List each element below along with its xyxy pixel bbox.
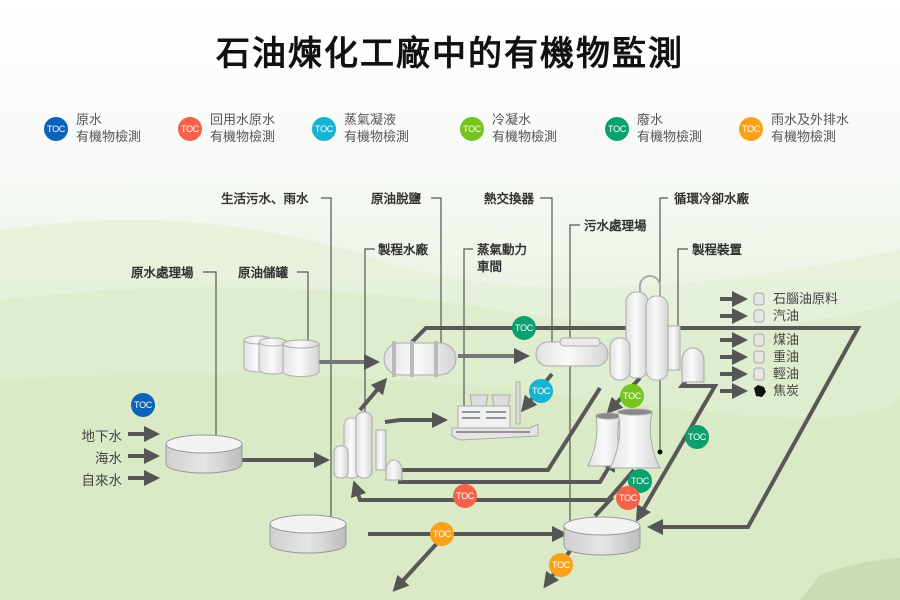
- toc-badge-icon: TOC: [312, 117, 336, 141]
- legend-label-line1: 蒸氣凝液: [344, 113, 397, 128]
- process-water-plant: [333, 411, 403, 481]
- label-steam-power-line2: 車間: [477, 259, 503, 274]
- toc-badge-icon: TOC: [605, 117, 629, 141]
- label-steam-power: 蒸氣動力 車間: [477, 241, 527, 275]
- legend-item-condensate: TOC 冷凝水 有機物檢測: [460, 112, 557, 146]
- toc-badge-icon: TOC: [460, 117, 484, 141]
- toc-badge-raw-water: TOC: [131, 393, 155, 417]
- legend-label-line2: 有機物檢測: [76, 130, 142, 145]
- label-raw-water-treatment: 原水處理場: [131, 265, 194, 280]
- crude-storage-tanks: [243, 335, 320, 377]
- toc-badge-steam-condensate: TOC: [529, 379, 553, 403]
- toc-badge-wastewater-right: TOC: [685, 425, 709, 449]
- toc-badge-icon: TOC: [178, 117, 202, 141]
- label-crude-desalting: 原油脫鹽: [371, 191, 422, 206]
- legend-label-line2: 有機物檢測: [344, 130, 410, 145]
- heat-exchanger: [535, 337, 609, 367]
- label-crude-storage: 原油儲罐: [238, 265, 289, 280]
- raw-water-treatment-pond: [165, 434, 243, 474]
- legend-label-line1: 冷凝水: [492, 113, 532, 128]
- legend-item-steam-condensate: TOC 蒸氣凝液 有機物檢測: [312, 112, 409, 146]
- toc-badge-rain-discharge-left: TOC: [430, 522, 454, 546]
- label-cooling-water-plant: 循環冷卻水廠: [674, 191, 750, 206]
- output-barrels: [753, 292, 765, 381]
- toc-badge-recycled-left: TOC: [453, 484, 477, 508]
- input-tap-water: 自來水: [81, 473, 123, 489]
- label-domestic-sewage-rain: 生活污水、雨水: [221, 191, 309, 206]
- steam-power-station: [451, 381, 539, 441]
- label-process-water-plant: 製程水廠: [378, 242, 429, 257]
- legend: TOC 原水 有機物檢測 TOC 回用水原水 有機物檢測 TOC 蒸氣凝液 有機…: [0, 112, 900, 152]
- legend-label-line1: 雨水及外排水: [771, 113, 850, 128]
- pipes: [128, 291, 862, 592]
- input-groundwater: 地下水: [81, 429, 123, 445]
- crude-desalting-drum: [383, 341, 457, 377]
- label-steam-power-line1: 蒸氣動力: [477, 242, 528, 257]
- cooling-towers: [587, 408, 661, 469]
- output-gasoline: 汽油: [773, 309, 800, 324]
- legend-label-line1: 原水: [76, 113, 103, 128]
- legend-label-line2: 有機物檢測: [210, 130, 276, 145]
- process-unit-columns: [609, 275, 705, 383]
- legend-item-raw-water: TOC 原水 有機物檢測: [44, 112, 141, 146]
- output-heavy-oil: 重油: [773, 350, 800, 365]
- label-sewage-treatment: 污水處理場: [584, 218, 647, 233]
- legend-label-line1: 回用水原水: [210, 113, 276, 128]
- sewage-treatment-pond: [563, 516, 641, 556]
- legend-label-line2: 有機物檢測: [492, 130, 558, 145]
- output-coke: 焦炭: [773, 384, 800, 399]
- legend-label-line1: 廢水: [637, 113, 664, 128]
- toc-badge-condensate: TOC: [620, 384, 644, 408]
- label-heat-exchanger: 熱交換器: [484, 191, 535, 206]
- output-light-oil: 輕油: [773, 367, 800, 382]
- toc-badge-wastewater-top: TOC: [512, 316, 536, 340]
- toc-badge-rain-discharge-right: TOC: [549, 553, 573, 577]
- legend-label-line2: 有機物檢測: [637, 130, 703, 145]
- legend-item-rain-discharge: TOC 雨水及外排水 有機物檢測: [739, 112, 849, 146]
- page-title: 石油煉化工廠中的有機物監測: [216, 34, 684, 74]
- toc-badge-icon: TOC: [44, 117, 68, 141]
- output-kerosene: 煤油: [773, 333, 800, 348]
- input-seawater: 海水: [95, 451, 122, 467]
- toc-badge-recycled-right: TOC: [616, 486, 640, 510]
- toc-badge-icon: TOC: [739, 117, 763, 141]
- coke-icon: [754, 385, 766, 397]
- domestic-sewage-pond: [269, 514, 347, 554]
- label-process-unit: 製程裝置: [692, 242, 743, 257]
- output-naphtha: 石腦油原料: [773, 292, 839, 307]
- legend-item-wastewater: TOC 廢水 有機物檢測: [605, 112, 702, 146]
- legend-item-recycled-raw-water: TOC 回用水原水 有機物檢測: [178, 112, 275, 146]
- legend-label-line2: 有機物檢測: [771, 130, 837, 145]
